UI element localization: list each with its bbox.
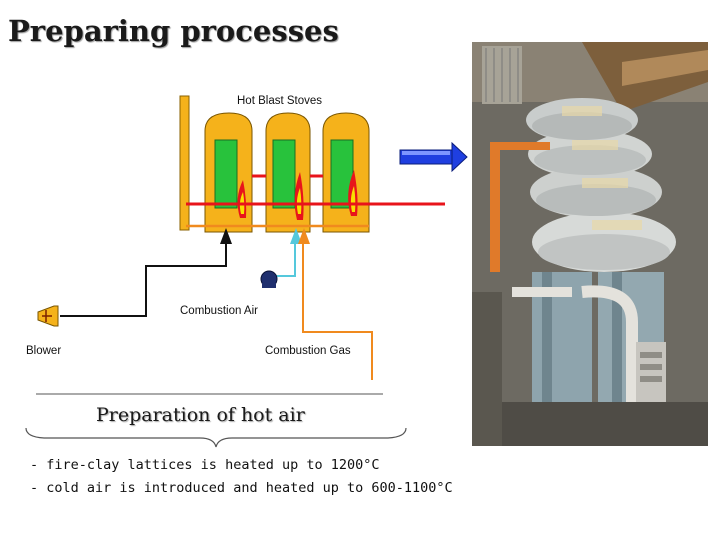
bullet-item: - cold air is introduced and heated up t…: [30, 480, 453, 496]
combustion-gas-line: [302, 240, 373, 380]
stove-3: [322, 112, 370, 233]
hot-blast-output-arrow: [399, 141, 468, 173]
label-combustion-gas: Combustion Gas: [265, 345, 351, 357]
blower-icon: [37, 305, 59, 327]
slide-title: Preparing processes: [8, 14, 339, 48]
stove-2: [265, 112, 311, 233]
hot-blast-stoves-photo: [472, 42, 708, 446]
label-combustion-air: Combustion Air: [180, 305, 258, 317]
label-blower: Blower: [26, 345, 61, 357]
combustion-gas-arrow: [298, 228, 310, 244]
curly-brace: [25, 427, 407, 448]
label-hot-blast-stoves: Hot Blast Stoves: [237, 95, 322, 107]
bullet-item: - fire-clay lattices is heated up to 120…: [30, 457, 380, 473]
cold-air-line: [60, 240, 227, 317]
combustion-air-arrow: [290, 228, 302, 244]
checker-bricks-2: [272, 139, 296, 209]
bullet-list: - fire-clay lattices is heated up to 120…: [30, 454, 453, 500]
stove-1: [204, 112, 253, 233]
cold-air-arrow: [220, 228, 232, 244]
combustion-air-fan: [260, 270, 278, 288]
checker-bricks-1: [214, 139, 238, 209]
chimney: [179, 95, 190, 231]
subtitle-hot-air: Preparation of hot air: [96, 404, 305, 426]
combustion-air-line: [270, 240, 296, 277]
